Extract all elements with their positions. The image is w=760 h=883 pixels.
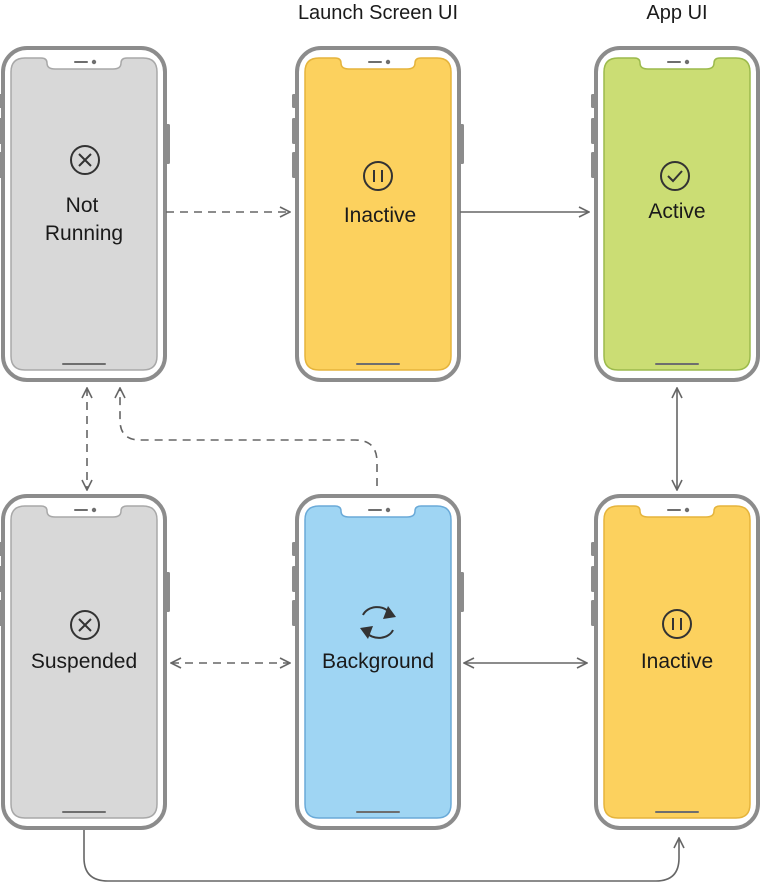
phone-launch-inactive xyxy=(292,46,464,382)
pause-circle-icon xyxy=(662,609,692,639)
phone-screen xyxy=(10,505,158,819)
phone-screen xyxy=(10,57,158,371)
check-circle-icon xyxy=(660,161,690,191)
phone-not-running xyxy=(0,46,170,382)
app-ui-header: App UI xyxy=(646,2,707,24)
camera-dot xyxy=(385,507,391,513)
pause-circle-icon xyxy=(363,161,393,191)
phone-app-inactive xyxy=(591,494,760,830)
phone-screen xyxy=(603,505,751,819)
phone-screen xyxy=(603,57,751,371)
state-label-app-inactive: Inactive xyxy=(641,650,713,673)
camera-dot xyxy=(91,59,97,65)
state-label-launch-inactive: Inactive xyxy=(344,204,416,227)
phone-screen xyxy=(304,505,452,819)
phone-background xyxy=(292,494,464,830)
state-label-active: Active xyxy=(648,200,705,223)
x-circle-icon xyxy=(70,610,100,640)
state-label-background: Background xyxy=(322,650,434,673)
camera-dot xyxy=(385,59,391,65)
arrow-suspended-to-app-inactive xyxy=(83,830,679,882)
phone-screen xyxy=(304,57,452,371)
state-label-not-running-line1: Not xyxy=(66,194,99,217)
phone-active xyxy=(591,46,760,382)
camera-dot xyxy=(91,507,97,513)
refresh-arrows-icon xyxy=(360,606,396,639)
phone-suspended xyxy=(0,494,170,830)
camera-dot xyxy=(684,59,690,65)
state-label-suspended: Suspended xyxy=(31,650,137,673)
state-label-not-running-line2: Running xyxy=(45,222,123,245)
camera-dot xyxy=(684,507,690,513)
launch-screen-ui-header: Launch Screen UI xyxy=(298,2,458,24)
x-circle-icon xyxy=(70,145,100,175)
arrow-background-to-not-running xyxy=(120,388,378,486)
